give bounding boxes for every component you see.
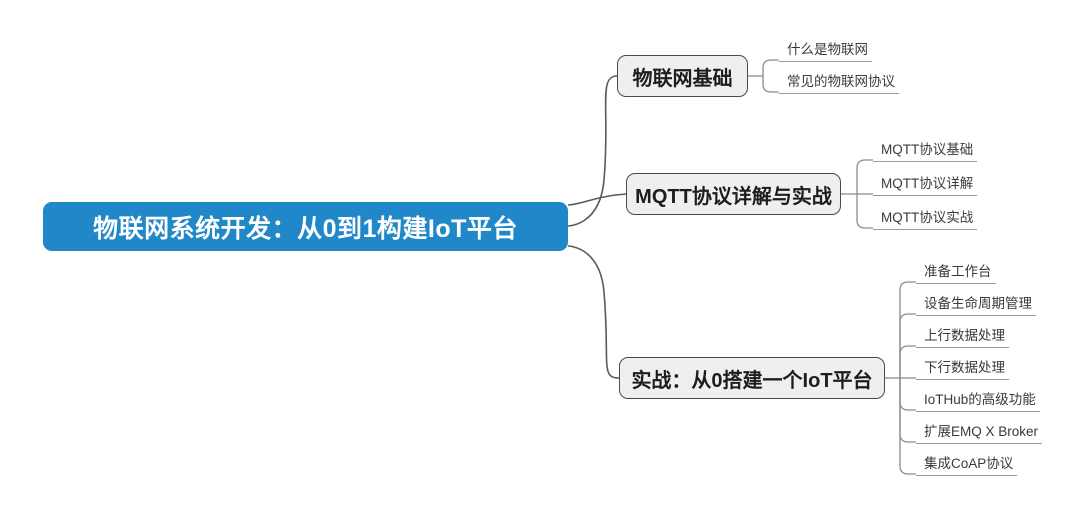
- leaf-node-1-1[interactable]: MQTT协议详解: [873, 170, 978, 196]
- leaf-node-1-1-label: MQTT协议详解: [881, 175, 974, 191]
- connector-branch-1-leaf-2: [856, 194, 873, 229]
- leaf-node-2-5[interactable]: 扩展EMQ X Broker: [916, 418, 1043, 444]
- connector-root-to-branch-1: [567, 193, 627, 206]
- connector-branch-0-leaf-1: [762, 76, 779, 93]
- leaf-node-2-2-label: 上行数据处理: [924, 327, 1005, 343]
- leaf-node-2-3-label: 下行数据处理: [924, 359, 1005, 375]
- root-node-label: 物联网系统开发：从0到1构建IoT平台: [93, 214, 518, 243]
- leaf-node-2-0-label: 准备工作台: [924, 263, 992, 279]
- connector-branch-2-leaf-5: [899, 378, 916, 443]
- connector-branch-0-leaf-0: [762, 59, 779, 76]
- connector-branch-2-leaf-1: [899, 313, 916, 378]
- leaf-node-0-1[interactable]: 常见的物联网协议: [779, 68, 899, 94]
- leaf-node-1-0[interactable]: MQTT协议基础: [873, 136, 978, 162]
- branch-node-0-label: 物联网基础: [632, 67, 733, 90]
- connector-branch-1-leaf-0: [856, 159, 873, 194]
- root-node[interactable]: 物联网系统开发：从0到1构建IoT平台: [43, 202, 568, 251]
- branch-node-2-label: 实战：从0搭建一个IoT平台: [631, 369, 873, 392]
- leaf-node-2-3[interactable]: 下行数据处理: [916, 354, 1009, 380]
- leaf-node-2-4-label: IoTHub的高级功能: [924, 391, 1036, 407]
- leaf-node-2-6[interactable]: 集成CoAP协议: [916, 450, 1018, 476]
- connector-branch-2-leaf-2: [899, 345, 916, 378]
- connector-root-to-branch-0: [567, 75, 618, 227]
- leaf-node-0-0[interactable]: 什么是物联网: [779, 36, 872, 62]
- branch-node-2[interactable]: 实战：从0搭建一个IoT平台: [619, 357, 885, 399]
- leaf-node-2-1[interactable]: 设备生命周期管理: [916, 290, 1036, 316]
- leaf-node-2-2[interactable]: 上行数据处理: [916, 322, 1009, 348]
- leaf-node-0-0-label: 什么是物联网: [787, 41, 868, 57]
- leaf-node-2-5-label: 扩展EMQ X Broker: [924, 423, 1039, 439]
- branch-node-1-label: MQTT协议详解与实战: [635, 185, 832, 208]
- branch-node-0[interactable]: 物联网基础: [617, 55, 748, 97]
- leaf-node-0-1-label: 常见的物联网协议: [787, 73, 895, 89]
- leaf-node-1-2-label: MQTT协议实战: [881, 209, 974, 225]
- connector-branch-2-leaf-0: [899, 281, 916, 378]
- connector-root-to-branch-2: [567, 245, 620, 379]
- connector-branch-2-leaf-4: [899, 378, 916, 411]
- branch-node-1[interactable]: MQTT协议详解与实战: [626, 173, 841, 215]
- leaf-node-1-0-label: MQTT协议基础: [881, 141, 974, 157]
- leaf-node-2-4[interactable]: IoTHub的高级功能: [916, 386, 1040, 412]
- leaf-node-2-6-label: 集成CoAP协议: [924, 455, 1014, 471]
- connector-branch-2-leaf-6: [899, 378, 916, 475]
- leaf-node-1-2[interactable]: MQTT协议实战: [873, 204, 978, 230]
- leaf-node-2-1-label: 设备生命周期管理: [924, 295, 1032, 311]
- leaf-node-2-0[interactable]: 准备工作台: [916, 258, 996, 284]
